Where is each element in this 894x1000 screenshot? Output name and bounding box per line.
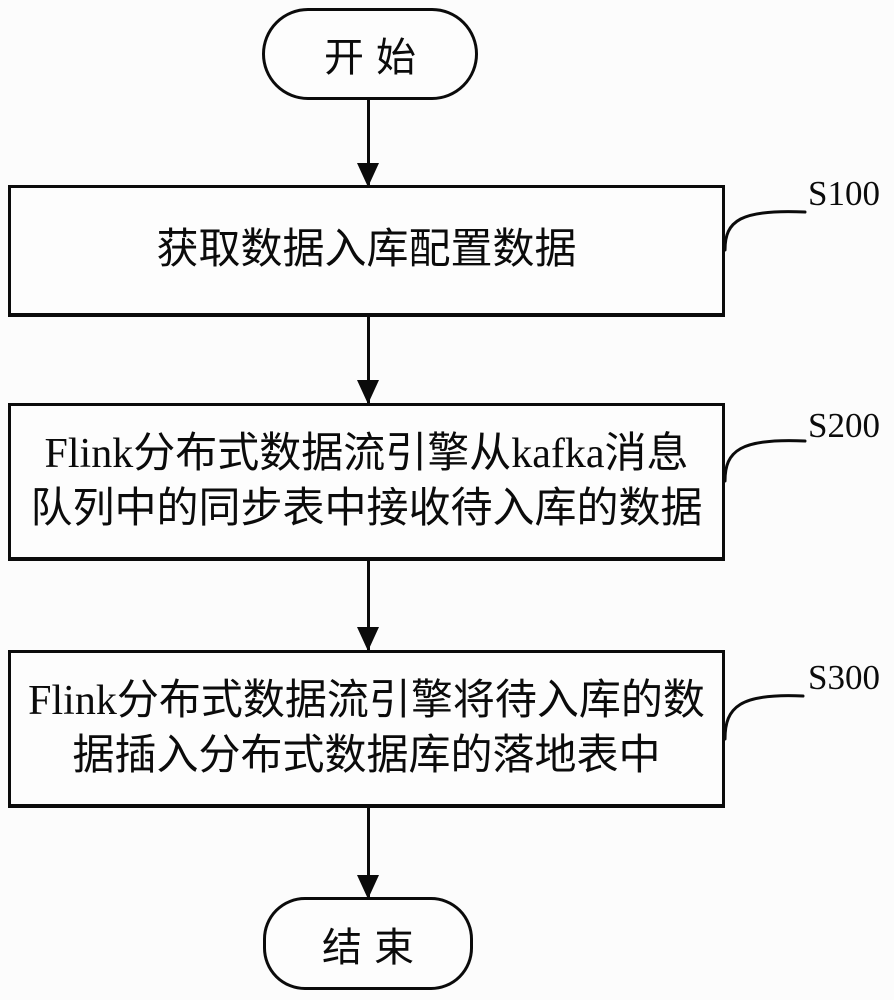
down-arrow-icon: [357, 100, 379, 187]
step-box-s100: 获取数据入库配置数据: [8, 185, 725, 317]
step-text-line: Flink分布式数据流引擎从kafka消息: [44, 430, 689, 477]
leader-line-icon: [723, 694, 805, 741]
leader-line-icon: [723, 439, 807, 483]
leader-line-icon: [723, 210, 807, 252]
step-text-line: 据插入分布式数据库的落地表中: [72, 732, 661, 779]
step-ref-label: S300: [808, 658, 880, 697]
start-terminal-label: 开始: [324, 35, 428, 80]
end-terminal-label: 结束: [322, 924, 426, 970]
step-ref-label: S100: [808, 174, 880, 213]
start-terminal: 开始: [262, 8, 478, 100]
step-text-line: Flink分布式数据流引擎将待入库的数: [28, 677, 705, 724]
down-arrow-icon: [357, 561, 379, 651]
step-box-s200: Flink分布式数据流引擎从kafka消息 队列中的同步表中接收待入库的数据: [8, 403, 725, 561]
down-arrow-icon: [357, 317, 379, 404]
step-box-s300: Flink分布式数据流引擎将待入库的数 据插入分布式数据库的落地表中: [8, 650, 725, 808]
end-terminal: 结束: [263, 897, 473, 990]
step-text-line: 队列中的同步表中接收待入库的数据: [30, 485, 703, 532]
step-ref-label: S200: [808, 406, 880, 445]
down-arrow-icon: [357, 808, 379, 899]
step-text-line: 获取数据入库配置数据: [156, 227, 577, 273]
